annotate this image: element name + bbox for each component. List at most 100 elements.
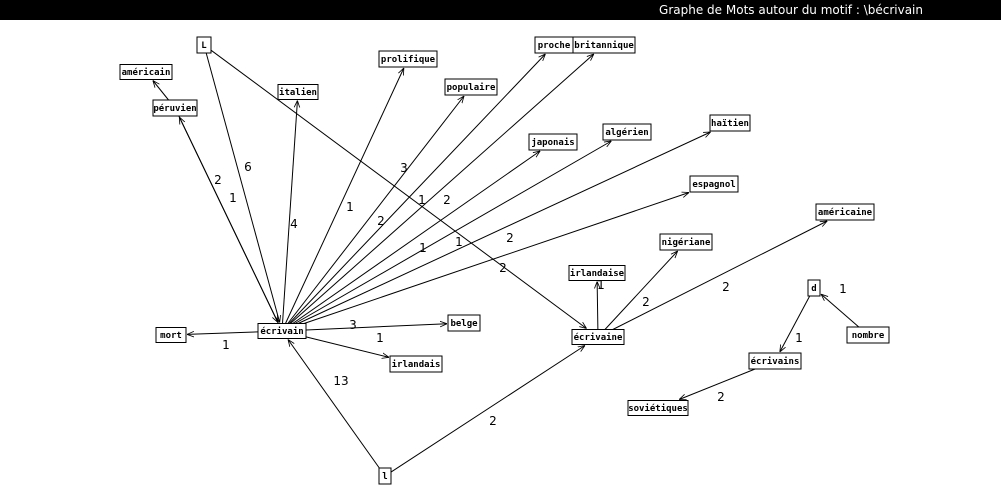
edge-ecrivaine-to-nigeriane <box>604 251 678 330</box>
node-populaire[interactable]: populaire <box>444 78 498 96</box>
edge-weight-label: 2 <box>499 261 507 275</box>
edge-weight-label: 1 <box>795 331 803 345</box>
node-box <box>528 133 578 151</box>
edge-ecrivaine-to-americaine <box>612 221 827 330</box>
node-label: irlandais <box>392 359 441 370</box>
node-box <box>571 329 625 345</box>
node-ecrivain[interactable]: écrivain <box>257 323 307 339</box>
title-bar: Graphe de Mots autour du motif : \bécriv… <box>0 0 1001 20</box>
edge-ecrivain-to-espagnol <box>303 193 689 324</box>
edge-weight-label: 1 <box>597 278 605 292</box>
node-box <box>277 84 319 100</box>
edge-weight-label: 2 <box>489 414 497 428</box>
edge-weight-label: 2 <box>377 214 385 228</box>
edge-weight-label: 1 <box>419 241 427 255</box>
node-d[interactable]: d <box>807 279 821 297</box>
graph-title: Graphe de Mots autour du motif : \bécriv… <box>659 3 923 17</box>
node-ecrivaine[interactable]: écrivaine <box>571 329 625 345</box>
node-irlandais[interactable]: irlandais <box>389 355 443 373</box>
edge-weight-label: 1 <box>376 331 384 345</box>
node-box <box>257 323 307 339</box>
node-label: américaine <box>818 207 873 218</box>
edge-weight-label: 4 <box>290 217 298 231</box>
node-label: L <box>201 41 207 51</box>
node-espagnol[interactable]: espagnol <box>689 175 739 193</box>
node-britannique[interactable]: britannique <box>572 36 636 54</box>
node-label: l <box>382 472 387 482</box>
node-sovietiques[interactable]: soviétiques <box>627 400 689 416</box>
edge-weight-label: 1 <box>222 338 230 352</box>
edge-peruvien-to-ecrivain <box>178 115 278 323</box>
edge-ecrivaine-to-irlandaise <box>597 282 598 330</box>
node-box <box>815 203 875 221</box>
edge-l-to-ecrivaine <box>390 346 585 473</box>
node-italien[interactable]: italien <box>277 84 319 100</box>
edge-weight-label: 6 <box>244 160 252 174</box>
edge-ecrivain-to-italien <box>282 101 298 324</box>
node-label: écrivain <box>260 326 303 337</box>
node-belge[interactable]: belge <box>447 314 481 332</box>
node-box <box>378 467 392 485</box>
node-box <box>155 327 187 343</box>
node-label: japonais <box>531 137 574 148</box>
node-americaine[interactable]: américaine <box>815 203 875 221</box>
node-label: algérien <box>605 127 648 138</box>
edge-ecrivain-to-britannique <box>290 54 593 324</box>
edge-weight-label: 2 <box>717 390 725 404</box>
node-label: proche <box>538 41 571 51</box>
edge-ecrivain-to-haitien <box>297 132 710 324</box>
edge-ecrivain-to-proche <box>288 54 545 324</box>
node-label: écrivaine <box>574 332 623 343</box>
node-label: britannique <box>574 40 634 51</box>
node-box <box>709 114 751 132</box>
node-ecrivains[interactable]: écrivains <box>748 352 802 370</box>
node-box <box>807 279 821 297</box>
edge-weight-label: 3 <box>400 161 408 175</box>
node-box <box>196 36 212 54</box>
node-L[interactable]: L <box>196 36 212 54</box>
node-l[interactable]: l <box>378 467 392 485</box>
edge-ecrivain-to-prolifique <box>285 68 403 324</box>
edge-ecrivain-to-japonais <box>292 151 540 324</box>
node-peruvien[interactable]: péruvien <box>152 99 198 117</box>
node-nombre[interactable]: nombre <box>846 326 890 344</box>
edge-weight-label: 2 <box>642 295 650 309</box>
node-box <box>627 400 689 416</box>
node-irlandaise[interactable]: irlandaise <box>568 265 626 281</box>
edge-weight-label: 2 <box>722 280 730 294</box>
node-box <box>689 175 739 193</box>
node-label: écrivains <box>751 356 800 367</box>
node-japonais[interactable]: japonais <box>528 133 578 151</box>
node-box <box>659 233 713 251</box>
edge-nombre-to-d <box>821 294 860 328</box>
node-label: d <box>811 284 816 294</box>
node-prolifique[interactable]: prolifique <box>378 50 438 68</box>
node-box <box>378 50 438 68</box>
node-box <box>748 352 802 370</box>
node-label: soviétiques <box>628 403 688 414</box>
edge-weight-label: 1 <box>229 191 237 205</box>
edge-peruvien-to-americain <box>153 81 169 101</box>
node-label: mort <box>160 331 182 341</box>
node-algerien[interactable]: algérien <box>602 123 652 141</box>
node-label: belge <box>450 319 478 329</box>
node-label: péruvien <box>153 103 196 114</box>
edge-ecrivain-to-irlandais <box>305 336 389 357</box>
edge-weight-label: 1 <box>839 282 847 296</box>
edge-ecrivain-to-populaire <box>287 96 464 324</box>
node-nigeriane[interactable]: nigériane <box>659 233 713 251</box>
node-mort[interactable]: mort <box>155 327 187 343</box>
node-proche[interactable]: proche <box>534 36 574 54</box>
node-box <box>152 99 198 117</box>
node-box <box>846 326 890 344</box>
edge-weight-label: 2 <box>506 231 514 245</box>
node-box <box>602 123 652 141</box>
edge-weight-label: 2 <box>443 193 451 207</box>
node-haitien[interactable]: haïtien <box>709 114 751 132</box>
node-box <box>568 265 626 281</box>
node-americain[interactable]: américain <box>119 64 173 80</box>
node-label: nigériane <box>662 237 711 248</box>
node-label: espagnol <box>692 180 735 190</box>
node-label: nombre <box>852 331 885 341</box>
edge-ecrivains-to-sovietiques <box>679 368 756 400</box>
